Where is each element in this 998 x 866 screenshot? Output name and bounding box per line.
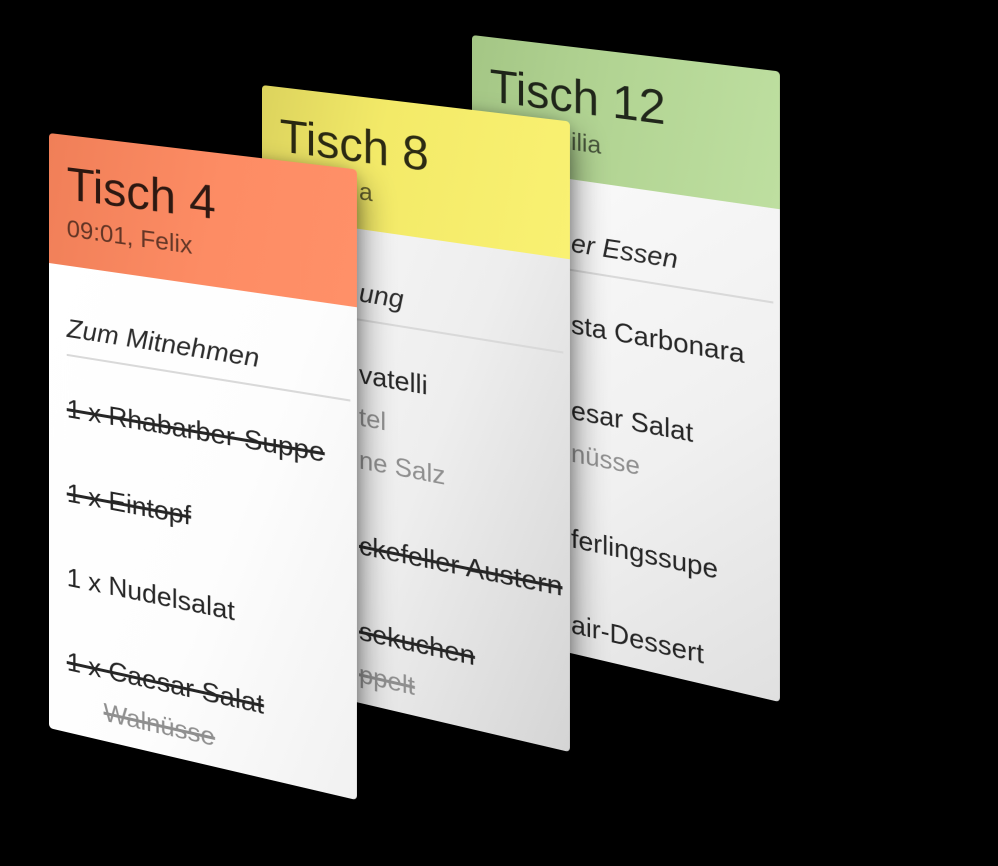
order-card-tisch-4[interactable]: Tisch 4 09:01, Felix Zum Mitnehmen 1 x R… <box>49 133 357 801</box>
order-item: 1 x Caesar Salat Walnüsse <box>67 643 351 787</box>
item-text[interactable]: ckefeller Austern <box>359 529 563 603</box>
card-body: Zum Mitnehmen 1 x Rhabarber-Suppe 1 x Ei… <box>49 263 357 801</box>
order-items: 1 x Rhabarber-Suppe 1 x Eintopf 1 x Nude… <box>67 390 351 787</box>
item-text[interactable]: air-Dessert <box>571 608 704 670</box>
order-item: 1 x Eintopf <box>67 474 351 564</box>
course-label: ung <box>359 276 404 315</box>
item-text[interactable]: ferlingssupe <box>571 522 719 585</box>
course-label: er Essen <box>571 227 678 275</box>
order-item: 1 x Rhabarber-Suppe <box>67 390 351 476</box>
order-item: 1 x Nudelsalat <box>67 559 351 654</box>
item-text[interactable]: 1 x Eintopf <box>66 477 192 532</box>
item-text[interactable]: 1 x Rhabarber-Suppe <box>66 392 325 469</box>
item-text[interactable]: 1 x Nudelsalat <box>66 561 235 627</box>
item-text[interactable]: sta Carbonara <box>571 308 745 370</box>
